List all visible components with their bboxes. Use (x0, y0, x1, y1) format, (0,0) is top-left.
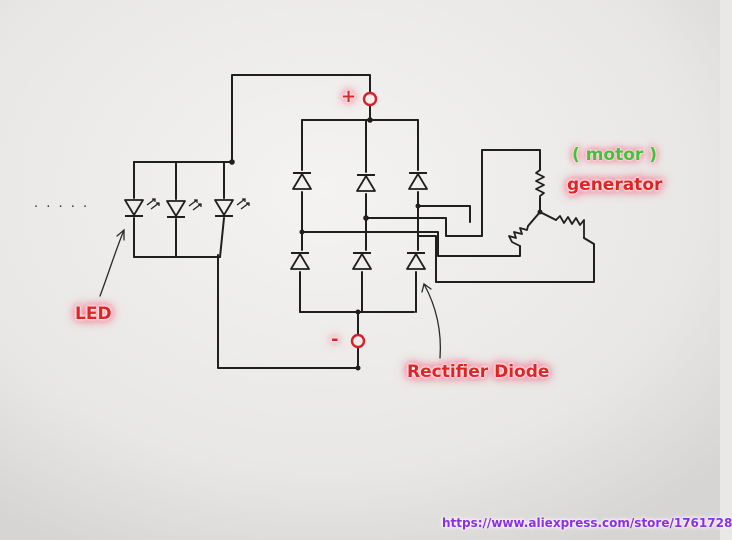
bridge-column-3 (415, 119, 419, 313)
junction-dot (355, 365, 361, 371)
negative-label: - (331, 329, 339, 350)
generator-phase-wire-3 (417, 235, 595, 283)
rectifier-pointer-arrowhead (421, 282, 432, 293)
junction-dot (363, 215, 369, 221)
led-pointer-arrow (99, 229, 125, 297)
generator-label: generator (567, 175, 663, 195)
watermark-url[interactable]: https://www.aliexpress.com/store/1761728 (442, 516, 732, 530)
coil-star-point (527, 211, 557, 227)
rectifier-pointer-arrow (423, 283, 442, 359)
junction-dots (229, 117, 543, 371)
generator-phase-wire-1 (365, 149, 541, 237)
junction-dot (229, 159, 235, 165)
led-label: LED (75, 304, 112, 324)
bridge-to-generator-wire (417, 205, 471, 223)
junction-dot (415, 203, 421, 209)
bridge-column-2 (361, 119, 367, 313)
positive-label: + (341, 86, 357, 107)
junction-dot (537, 209, 543, 215)
motor-label: ( motor ) (572, 145, 657, 165)
positive-top-wire (231, 74, 371, 163)
rectifier-diode-label: Rectifier Diode (407, 362, 550, 382)
generator-phase-wire-2 (301, 231, 521, 257)
junction-dot (367, 117, 373, 123)
junction-dot (355, 309, 361, 315)
coil-right (555, 215, 585, 238)
negative-return-wire (217, 254, 359, 369)
positive-terminal (362, 91, 378, 107)
coil-left (508, 225, 529, 247)
dotted-continuation: . . . . . (34, 196, 90, 211)
bridge-column-1 (299, 119, 303, 313)
led-column-3 (219, 161, 225, 258)
coil-top (535, 169, 545, 198)
negative-terminal (350, 333, 366, 349)
led-pointer-arrowhead (116, 228, 125, 241)
wires (133, 74, 595, 369)
pointer-arrows (99, 228, 442, 359)
generator-coils (508, 169, 585, 247)
junction-dot (299, 229, 305, 235)
